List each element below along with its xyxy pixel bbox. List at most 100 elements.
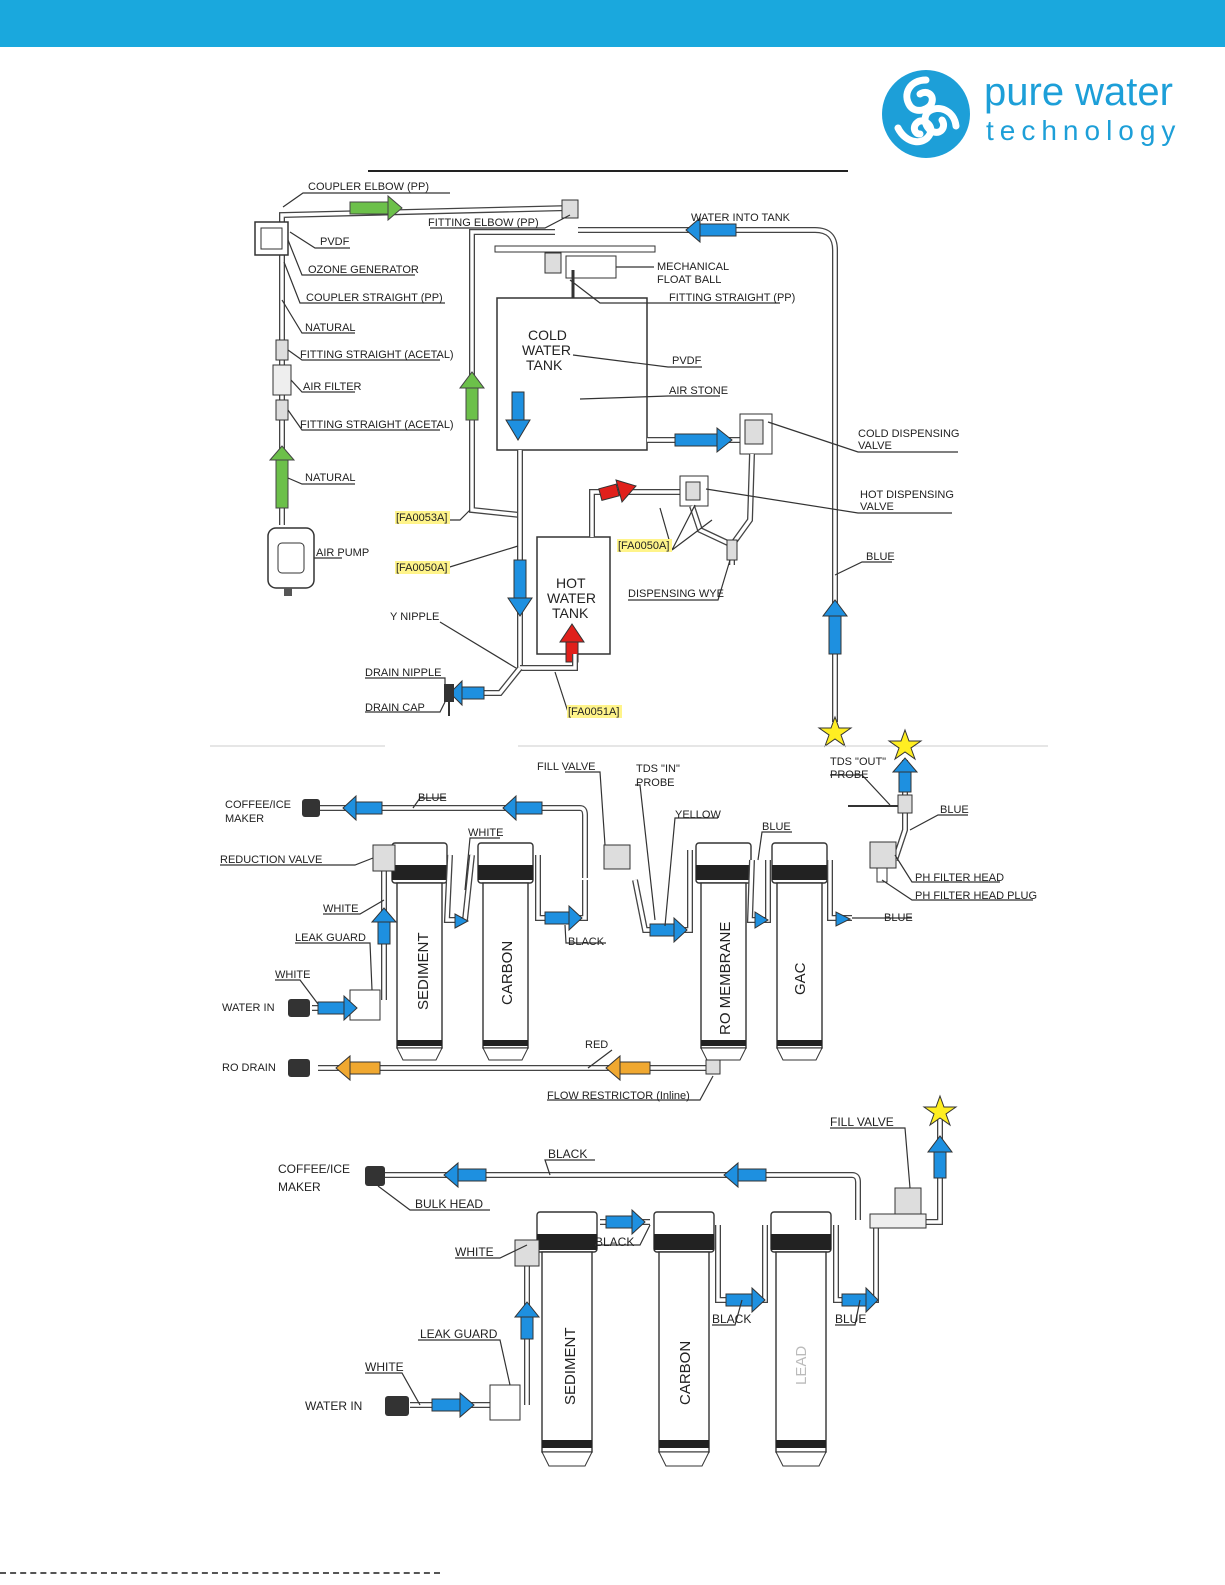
label-ph-filter-head: PH FILTER HEAD [915,872,1004,884]
coffee-maker-fitting-2 [365,1166,385,1186]
water-in-fitting-2 [385,1396,409,1416]
tds-out-probe [897,794,913,814]
drain-cap [444,684,454,702]
label-air-pump: AIR PUMP [316,547,369,559]
cartridge-sediment [391,842,448,1061]
star-icon [817,715,853,748]
star-icon [887,728,923,761]
label-fitting-elbow: FITTING ELBOW (PP) [428,217,539,229]
label-coffee-1-b: COFFEE/ICE [278,1162,350,1176]
label-tds-in-2: PROBE [636,777,675,789]
swirl-logo-icon [882,70,970,158]
label-cold-dispensing-2: VALVE [858,440,892,452]
label-air-filter: AIR FILTER [303,381,362,393]
logo-text-line1: pure water [984,70,1173,114]
leak-guard [349,989,381,1021]
fitting-straight-acetal-2 [275,399,289,421]
cartridge-sediment-2 [536,1211,598,1467]
middle-diagram: SEDIMENT CARBON RO MEMBRANE GAC [220,728,1037,1102]
label-y-nipple: Y NIPPLE [390,611,439,623]
label-ro-drain: RO DRAIN [222,1062,276,1074]
label-pvdf-1: PVDF [320,236,350,248]
flow-restrictor [705,1059,721,1075]
label-blue-right: BLUE [940,804,969,816]
cartridge-label-sediment-2: SEDIMENT [562,1327,579,1405]
hot-tank-label-1: HOT [556,575,586,591]
label-pvdf-2: PVDF [672,355,702,367]
label-white-mid: WHITE [323,903,358,915]
label-leak-guard-b: LEAK GUARD [420,1327,498,1341]
label-air-stone: AIR STONE [669,385,728,397]
label-fill-valve-b: FILL VALVE [830,1115,894,1129]
fill-valve-2 [894,1187,922,1217]
label-coffee-2-b: MAKER [278,1180,321,1194]
label-yellow: YELLOW [675,809,721,821]
ph-filter-head [869,841,897,869]
hot-tank-label-2: WATER [547,590,596,606]
label-fa0050a-1: [FA0050A] [396,562,447,574]
label-fitting-straight-acetal-1: FITTING STRAIGHT (ACETAL) [300,349,454,361]
label-hot-dispensing-1: HOT DISPENSING [860,489,954,501]
label-hot-dispensing-2: VALVE [860,501,894,513]
logo-text-line2: technology [986,115,1182,146]
leak-guard-2 [489,1384,521,1421]
cold-tank-label-3: TANK [526,357,563,373]
label-fa0050a-2: [FA0050A] [618,540,669,552]
label-flow-restrictor: FLOW RESTRICTOR (Inline) [547,1090,690,1102]
label-tds-out-2: PROBE [830,769,869,781]
label-natural-2: NATURAL [305,472,356,484]
label-drain-nipple: DRAIN NIPPLE [365,667,441,679]
label-coffee-2: MAKER [225,813,264,825]
label-fa0051a: [FA0051A] [568,706,619,718]
cartridge-label-gac: GAC [792,962,809,995]
water-in-fitting [288,999,310,1017]
footer-divider [0,1572,440,1576]
label-coffee-1: COFFEE/ICE [225,799,291,811]
pure-water-technology-logo: pure water technology [880,68,1200,158]
label-black: BLACK [568,936,605,948]
cartridge-label-lead: LEAD [793,1346,810,1385]
label-water-in-b: WATER IN [305,1399,362,1413]
label-ozone-generator: OZONE GENERATOR [308,264,419,276]
label-fill-valve: FILL VALVE [537,761,596,773]
cartridge-ro-membrane [695,842,752,1061]
reduction-valve-2 [514,1239,540,1267]
coffee-maker-fitting [302,799,320,817]
cartridge-label-sediment: SEDIMENT [415,932,432,1010]
cartridge-label-carbon-2: CARBON [677,1341,694,1405]
label-dispensing-wye: DISPENSING WYE [628,588,724,600]
fill-valve [603,844,631,870]
label-black-1-b: BLACK [595,1235,634,1249]
label-blue-mid: BLUE [762,821,791,833]
ph-filter-head-plug [876,867,888,883]
label-blue-bottom: BLUE [884,912,913,924]
header-bar [0,0,1225,47]
label-tds-out-1: TDS "OUT" [830,756,886,768]
cold-tank-label-1: COLD [528,327,567,343]
label-reduction-valve: REDUCTION VALVE [220,854,322,866]
top-diagram: COLD WATER TANK HOT WATER TANK [254,181,959,748]
label-fa0053a: [FA0053A] [396,512,447,524]
fitting-straight-acetal-1 [275,339,289,361]
label-black-2-b: BLACK [712,1312,751,1326]
cold-tank-label-2: WATER [522,342,571,358]
label-white-b: WHITE [455,1245,494,1259]
cartridge-label-carbon: CARBON [499,941,516,1005]
cartridge-lead [770,1211,832,1467]
label-water-into-tank: WATER INTO TANK [691,212,791,224]
label-blue-top: BLUE [418,792,447,804]
label-ph-filter-head-plug: PH FILTER HEAD PLUG [915,890,1037,902]
label-fitting-straight-pp: FITTING STRAIGHT (PP) [669,292,795,304]
cartridge-label-ro-membrane: RO MEMBRANE [717,922,734,1035]
label-natural-1: NATURAL [305,322,356,334]
label-tds-in-1: TDS "IN" [636,763,680,775]
bottom-diagram: SEDIMENT CARBON LEAD [278,1094,958,1467]
label-leak-guard: LEAK GUARD [295,932,366,944]
label-blue: BLUE [866,551,895,563]
star-icon [922,1094,958,1127]
label-water-in: WATER IN [222,1002,275,1014]
label-white-top: WHITE [468,827,503,839]
air-filter [272,364,292,396]
label-float-ball-2: FLOAT BALL [657,274,721,286]
